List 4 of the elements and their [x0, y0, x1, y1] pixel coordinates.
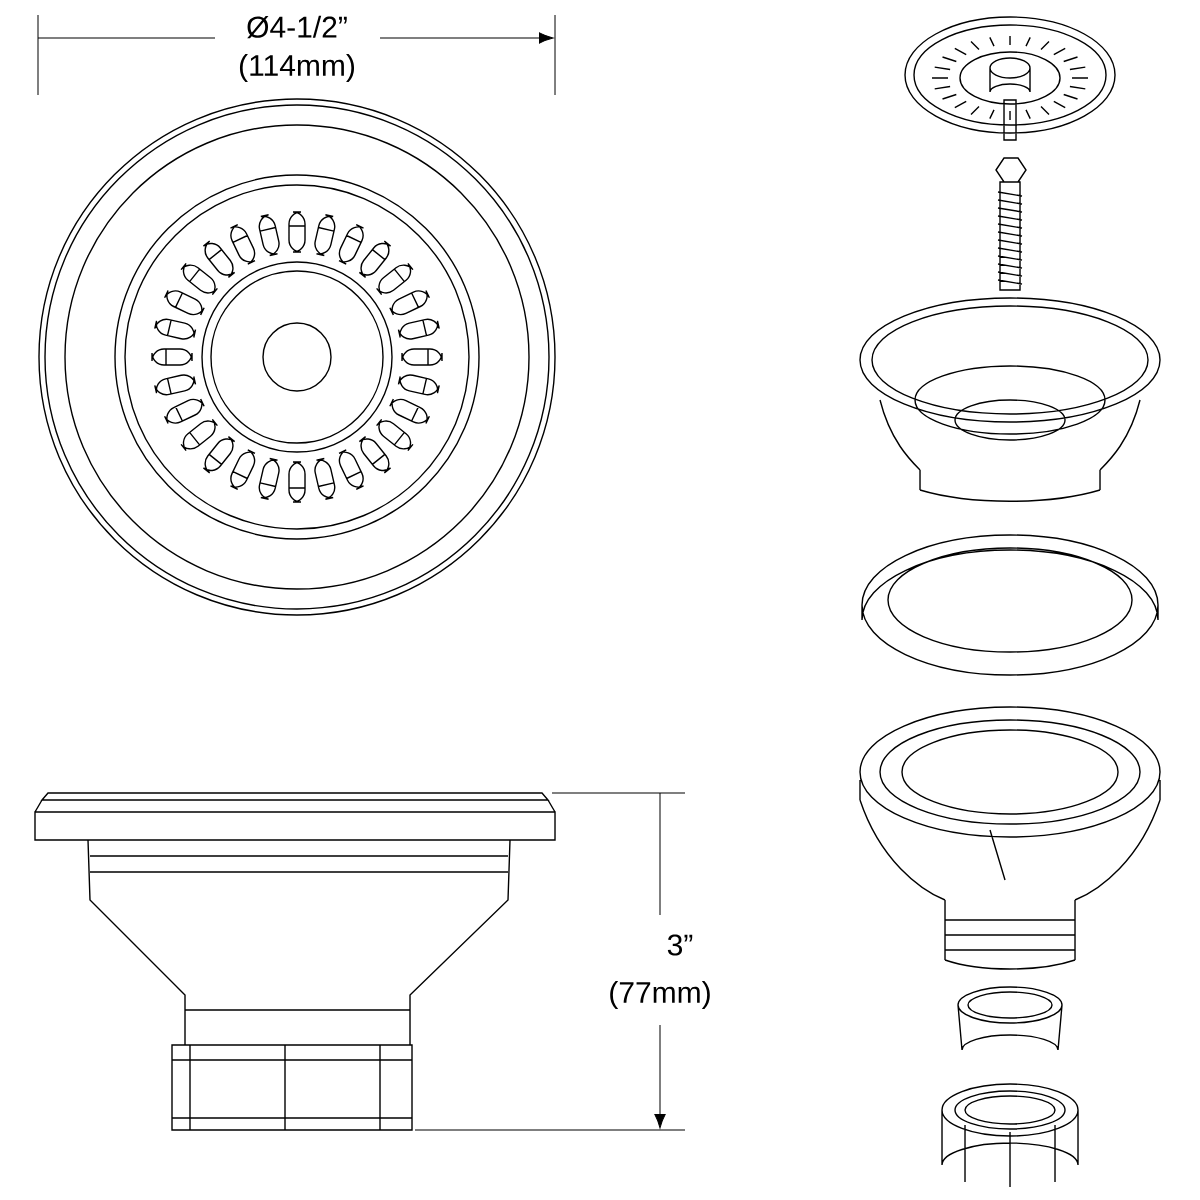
dimension-text: (77mm) [606, 979, 714, 1011]
dimension-text: 3” [664, 932, 696, 958]
dimension-text: (114mm) [236, 52, 358, 84]
dimension-text: Ø4-1/2” [244, 13, 350, 41]
